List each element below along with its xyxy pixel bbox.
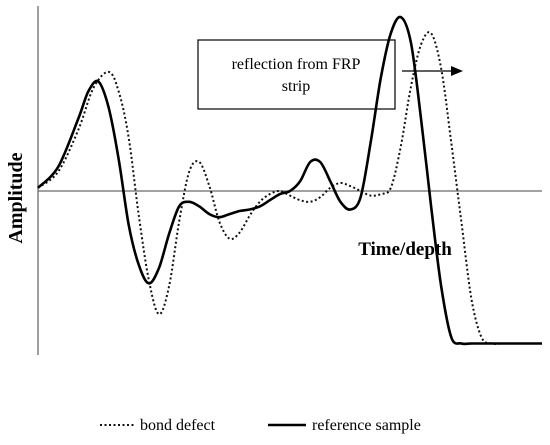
legend: bond defect reference sample — [100, 417, 421, 434]
series-bond-defect-line — [37, 31, 542, 345]
x-axis-label: Time/depth — [358, 239, 452, 260]
legend-label-bond-defect: bond defect — [140, 417, 216, 434]
annotation-text-line2: strip — [282, 78, 310, 95]
legend-label-reference-sample: reference sample — [312, 417, 421, 434]
series-reference-sample-line — [37, 15, 542, 346]
y-axis-label: Amplitude — [5, 152, 27, 243]
annotation-text-line1: reflection from FRP — [232, 56, 361, 73]
annotation-box — [197, 39, 396, 110]
annotation-arrow — [402, 66, 463, 76]
